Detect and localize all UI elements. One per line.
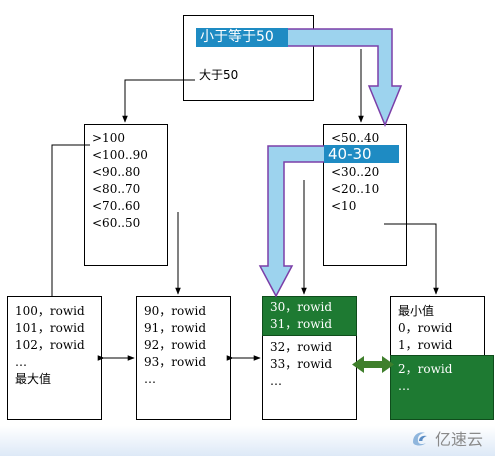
leaf-1-row: 100，rowid [15, 304, 85, 318]
branch-left-row: <60..50 [92, 216, 141, 230]
branch-left-row: <90..80 [92, 165, 141, 179]
leaf-node-2: 90，rowid 91，rowid 92，rowid 93，rowid … [136, 296, 231, 420]
branch-right-row: <30..20 [331, 165, 380, 179]
leaf-2-row: 92，rowid [144, 338, 207, 352]
search-path-arrow [285, 28, 403, 127]
branch-right-row: <10 [331, 199, 357, 213]
leaf-3-highlight-row: 31，rowid [270, 317, 333, 331]
leaf-3-row: 33，rowid [270, 357, 333, 371]
leaf-2-row: 90，rowid [144, 304, 207, 318]
leaf-3-highlight-row: 30，rowid [270, 300, 333, 314]
branch-left-row: >100 [92, 131, 125, 145]
leaf-4-highlight-row: … [398, 379, 410, 393]
leaf-3-row: 32，rowid [270, 340, 333, 354]
watermark-text: 亿速云 [434, 430, 483, 449]
search-path-arrow [258, 145, 333, 298]
leaf-1-row: 102，rowid [15, 338, 85, 352]
leaf-1-row: 101，rowid [15, 321, 85, 335]
leaf-node-1: 100，rowid 101，rowid 102，rowid … 最大值 [7, 296, 102, 420]
branch-right-row: <50..40 [331, 131, 380, 145]
leaf-4-highlight: 2，rowid … [390, 355, 494, 420]
branch-right-row: <20..10 [331, 182, 380, 196]
leaf-4-highlight-row: 2，rowid [398, 362, 453, 376]
watermark: 亿速云 [410, 426, 483, 450]
connector-left-leaf1 [51, 144, 90, 296]
right-branch-highlight-label: 40-30 [324, 145, 399, 163]
leaf-3-row: … [270, 374, 282, 388]
leaf-4-row: 0，rowid [398, 321, 453, 335]
leaf-3-highlight: 30，rowid 31，rowid [262, 296, 357, 336]
scan-arrow [352, 356, 394, 373]
root-branch-label: 大于50 [199, 68, 239, 82]
leaf-1-max-label: 最大值 [15, 372, 52, 386]
leaf-4-row: 1，rowid [398, 338, 453, 352]
branch-left-row: <80..70 [92, 182, 141, 196]
root-highlight-label: 小于等于50 [196, 28, 288, 47]
leaf-2-row: … [144, 372, 156, 386]
leaf-2-row: 93，rowid [144, 355, 207, 369]
branch-node-left: >100 <100..90 <90..80 <80..70 <70..60 <6… [84, 124, 168, 266]
leaf-4-min-label: 最小值 [398, 304, 435, 318]
branch-left-row: <100..90 [92, 148, 148, 162]
leaf-2-row: 91，rowid [144, 321, 207, 335]
footer-band [0, 426, 495, 456]
connector-root-left [122, 79, 195, 123]
branch-left-row: <70..60 [92, 199, 141, 213]
connector-right-leaf4 [384, 223, 439, 295]
leaf-1-row: … [15, 355, 27, 369]
brand-logo-icon [412, 432, 427, 446]
